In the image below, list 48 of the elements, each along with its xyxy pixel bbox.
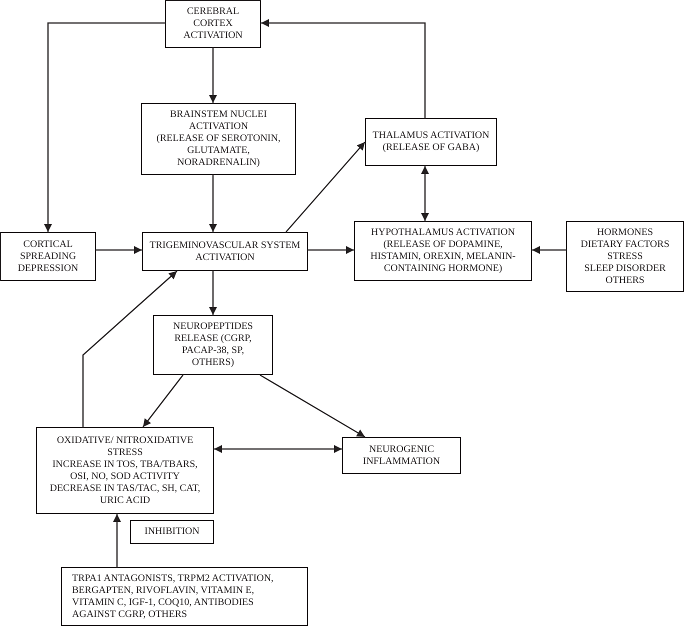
arrow — [209, 48, 217, 103]
box-text: DIETARY FACTORS — [580, 238, 670, 250]
arrow — [82, 270, 178, 427]
box-text: OXIDATIVE/ NITROXIDATIVE STRESS — [56, 434, 194, 458]
box-text: CEREBRAL CORTEX ACTIVATION — [182, 6, 244, 42]
process-box — [165, 0, 261, 48]
arrow — [260, 374, 366, 438]
process-box — [36, 427, 214, 514]
arrow — [532, 246, 566, 254]
process-box — [354, 221, 532, 281]
box-text: OTHERS — [606, 274, 644, 286]
process-box — [141, 103, 296, 175]
arrow — [96, 246, 142, 254]
box-text: BRAINSTEM NUCLEI ACTIVATION — [169, 109, 268, 133]
box-text: HYPOTHALAMUS ACTIVATION — [371, 227, 515, 239]
arrow — [261, 19, 426, 118]
box-text: DECREASE IN TAS/TAC, SH, CAT, URIC ACID — [48, 482, 202, 506]
box-text: HORMONES — [596, 226, 654, 238]
arrow — [44, 22, 165, 232]
box-text: (RELEASE OF SEROTONIN, GLUTAMATE, NORADRENALIN) — [156, 133, 282, 169]
process-box — [342, 437, 461, 474]
box-text: THALAMUS ACTIVATION — [372, 130, 490, 142]
box-text: INHIBITION — [144, 526, 200, 538]
box-text: TRIGEMINOVASCULAR SYSTEM ACTIVATION — [149, 240, 301, 264]
arrow — [308, 246, 354, 254]
process-box — [61, 567, 308, 626]
arrow — [113, 514, 121, 567]
box-text: NEUROGENIC INFLAMMATION — [362, 444, 442, 468]
process-box — [0, 232, 96, 281]
box-text: (RELEASE OF DOPAMINE, HISTAMIN, OREXIN, MELANIN-CONTAINING HORMONE) — [369, 239, 517, 275]
arrow — [209, 271, 217, 315]
box-text: INCREASE IN TOS, TBA/TBARS, OSI, NO, SOD ACTIVITY — [51, 458, 199, 482]
double-arrow — [214, 445, 342, 453]
box-text: NEUROPEPTIDES RELEASE (CGRP, PACAP-38, SP, OTHERS) — [172, 321, 254, 369]
process-box — [130, 520, 214, 544]
arrow — [209, 175, 217, 232]
box-text: SLEEP DISORDER — [584, 262, 666, 274]
double-arrow — [421, 166, 429, 221]
process-box — [142, 232, 308, 271]
process-box — [365, 118, 497, 166]
arrow — [286, 142, 366, 232]
box-text: TRPA1 ANTAGONISTS, TRPM2 ACTIVATION, BERGAPTEN, RIVOFLAVIN, VITAMIN E, VITAMIN C, IGF-1, COQ10, ANTIBODIES AGAINST CGRP, OTHERS — [72, 572, 275, 620]
box-text: CORTICAL SPREADING DEPRESSION — [16, 238, 80, 274]
box-text: STRESS — [607, 250, 643, 262]
process-box — [153, 315, 273, 375]
box-text: (RELEASE OF GABA) — [382, 142, 480, 154]
process-box — [566, 221, 684, 292]
arrow — [142, 374, 184, 428]
